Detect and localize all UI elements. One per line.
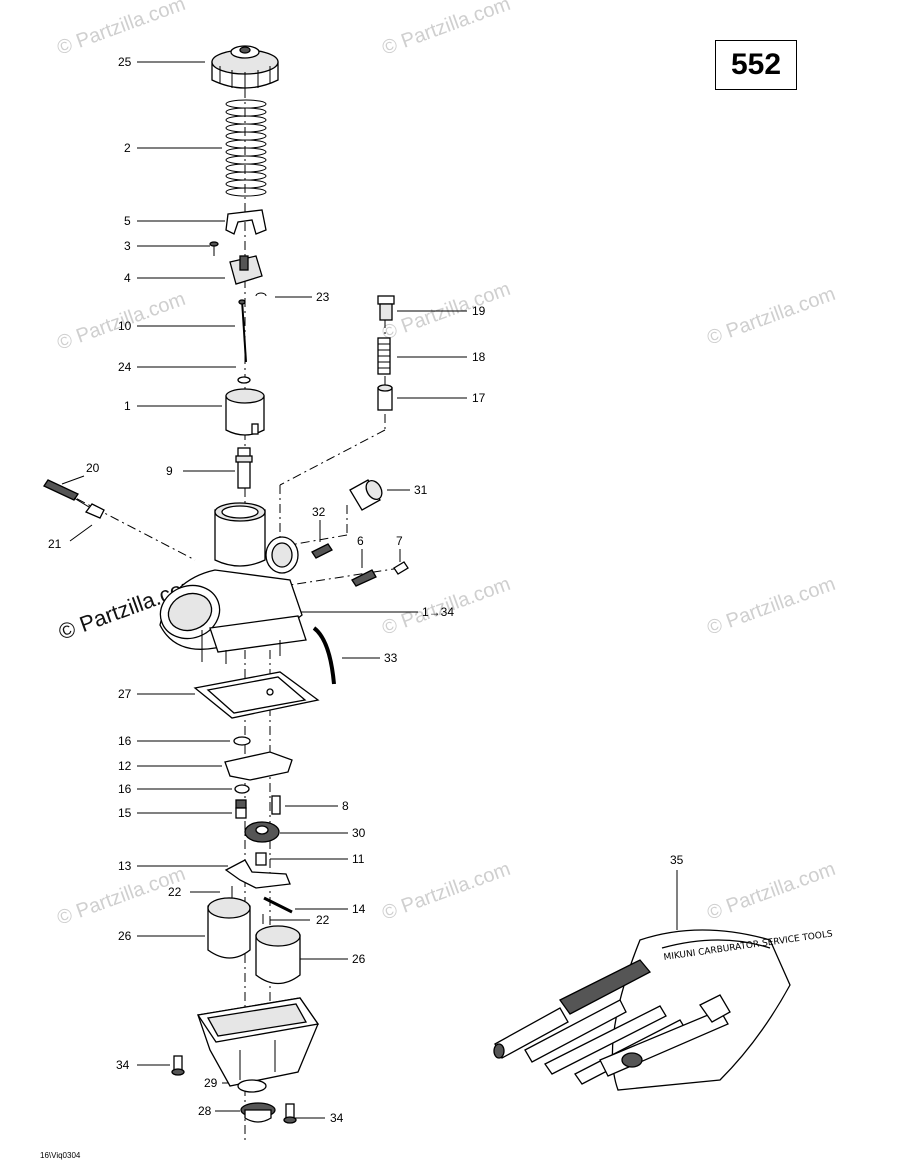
needle-jet [235,447,253,489]
throttle-stop-screw [311,543,333,559]
starter-plunger [377,384,393,411]
carburetor-parts [43,45,409,1124]
callout-16-lower: 16 [118,782,132,796]
o-ring-upper [233,736,251,746]
callout-14: 14 [352,902,366,916]
callout-17: 17 [472,391,486,405]
bowl-screw-right [283,1103,297,1124]
callout-16-upper: 16 [118,734,132,748]
retainer-tab [239,255,249,271]
callout-29: 29 [204,1076,218,1090]
drawing-code: 16\Viq0304 [40,1151,81,1160]
callout-6: 6 [357,534,364,548]
carburetor-body [159,502,307,664]
callout-9: 9 [166,464,173,478]
vent-hose [312,626,336,685]
float-left [207,897,251,959]
main-jet [235,799,247,819]
small-screw [209,241,219,256]
float-right [255,925,301,985]
callout-12: 12 [118,759,132,773]
needle-valve [255,852,267,866]
callout-31: 31 [414,483,428,497]
pilot-air-fitting [377,295,395,321]
callout-21: 21 [48,537,62,551]
float-bowl-gasket [193,671,320,719]
callout-26-right: 26 [352,952,366,966]
washer [237,376,251,384]
bowl-screw-left [171,1055,185,1076]
throttle-valve [225,388,265,436]
callout-20: 20 [86,461,100,475]
callout-10: 10 [118,319,132,333]
callout-22-lower: 22 [316,913,330,927]
callout-32: 32 [312,505,326,519]
callout-34-left: 34 [116,1058,130,1072]
watermark: © Partzilla.com [54,0,188,60]
callout-labels: 25 2 5 3 4 23 10 19 18 24 1 17 9 20 31 3… [48,55,684,1125]
watermark: © Partzilla.com [704,573,838,640]
callout-26-left: 26 [118,929,132,943]
o-ring-lower [234,784,250,794]
callout-5: 5 [124,214,131,228]
callout-33: 33 [384,651,398,665]
callout-7: 7 [396,534,403,548]
callout-1: 1 [124,399,131,413]
watermark: © Partzilla.com [704,858,838,925]
callout-2: 2 [124,141,131,155]
page-number-box: 552 [715,40,797,90]
callout-28: 28 [198,1104,212,1118]
jet-needle [238,299,247,363]
callout-11: 11 [352,852,365,866]
rubber-cap [349,479,383,511]
callout-30: 30 [352,826,366,840]
drain-plug [240,1102,276,1123]
float-pin [263,896,293,914]
drain-plug-o-ring [237,1079,267,1093]
callout-3: 3 [124,239,131,253]
callout-4: 4 [124,271,131,285]
float-bowl [196,997,320,1087]
watermark: © Partzilla.com [379,858,513,925]
callout-25: 25 [118,55,132,69]
watermark: © Partzilla.com [704,283,838,350]
callout-35: 35 [670,853,684,867]
mixing-chamber-cap [211,45,279,90]
callout-13: 13 [118,859,132,873]
callout-19: 19 [472,304,486,318]
idle-mixture-screw [43,479,105,519]
throttle-spring [225,99,267,197]
callout-23: 23 [316,290,330,304]
callout-27: 27 [118,687,132,701]
needle-clip-plate [225,209,267,235]
callout-24: 24 [118,360,132,374]
callout-22-upper: 22 [168,885,182,899]
e-clip [255,292,267,297]
jet-washer [244,821,280,843]
callout-18: 18 [472,350,486,364]
callout-8: 8 [342,799,349,813]
leader-lines [61,61,678,1119]
pilot-jet [271,795,281,815]
air-screw [351,561,409,587]
callout-34-right: 34 [330,1111,344,1125]
callout-1-to-34: 1→34 [422,605,454,619]
service-tool-kit: MIKUNI CARBURATOR SERVICE TOOLS [493,929,834,1091]
float-arm [224,859,291,889]
watermark: © Partzilla.com [379,0,513,60]
baffle-plate [224,751,293,781]
fitting-spring [377,337,391,375]
callout-15: 15 [118,806,132,820]
